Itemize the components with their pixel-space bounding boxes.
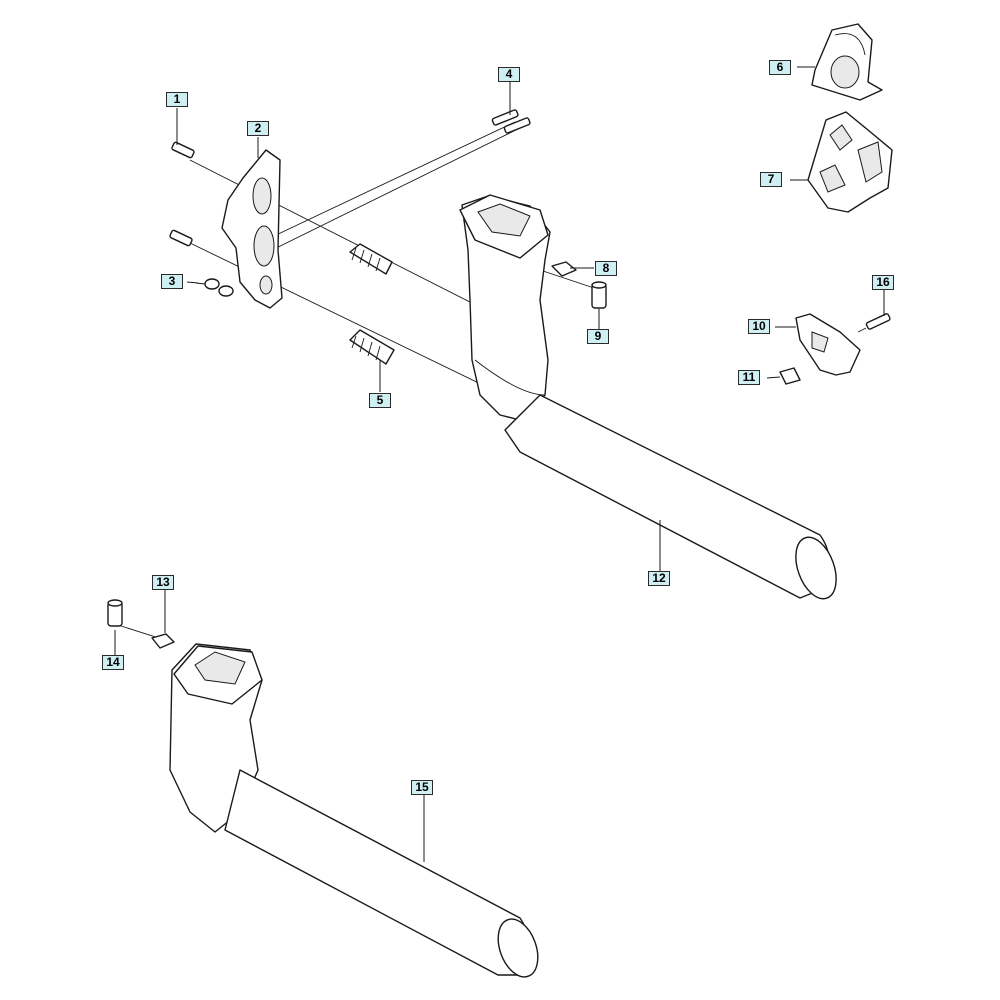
washers-part-3 — [195, 278, 234, 297]
callout-part-2[interactable]: 2 — [247, 121, 269, 136]
callout-part-7[interactable]: 7 — [760, 172, 782, 187]
leader-lines — [114, 66, 885, 862]
handle-part-12 — [459, 194, 837, 600]
callout-part-5[interactable]: 5 — [369, 393, 391, 408]
spacer-part-9 — [591, 281, 607, 309]
callout-part-10[interactable]: 10 — [748, 319, 770, 334]
callout-part-16[interactable]: 16 — [872, 275, 894, 290]
callout-part-15[interactable]: 15 — [411, 780, 433, 795]
nut-part-8 — [551, 261, 577, 277]
screws-part-4 — [491, 109, 531, 134]
callout-part-11[interactable]: 11 — [738, 370, 760, 385]
springs-part-5 — [349, 243, 395, 365]
screw-part-16 — [857, 313, 891, 333]
callout-part-9[interactable]: 9 — [587, 329, 609, 344]
callout-part-1[interactable]: 1 — [166, 92, 188, 107]
callout-part-3[interactable]: 3 — [161, 274, 183, 289]
callout-part-12[interactable]: 12 — [648, 571, 670, 586]
callout-part-14[interactable]: 14 — [102, 655, 124, 670]
callout-part-8[interactable]: 8 — [595, 261, 617, 276]
bracket-part-10 — [795, 313, 861, 376]
screw-part-1 — [169, 141, 195, 247]
holder-part-7 — [807, 111, 893, 213]
handle-part-15 — [169, 643, 539, 978]
spacer-part-14 — [107, 599, 123, 627]
bracket-part-2 — [221, 149, 283, 309]
callout-part-4[interactable]: 4 — [498, 67, 520, 82]
nut-part-13 — [151, 633, 175, 649]
callout-part-13[interactable]: 13 — [152, 575, 174, 590]
callout-part-6[interactable]: 6 — [769, 60, 791, 75]
nut-part-11 — [779, 367, 801, 385]
clip-part-6 — [811, 23, 883, 101]
